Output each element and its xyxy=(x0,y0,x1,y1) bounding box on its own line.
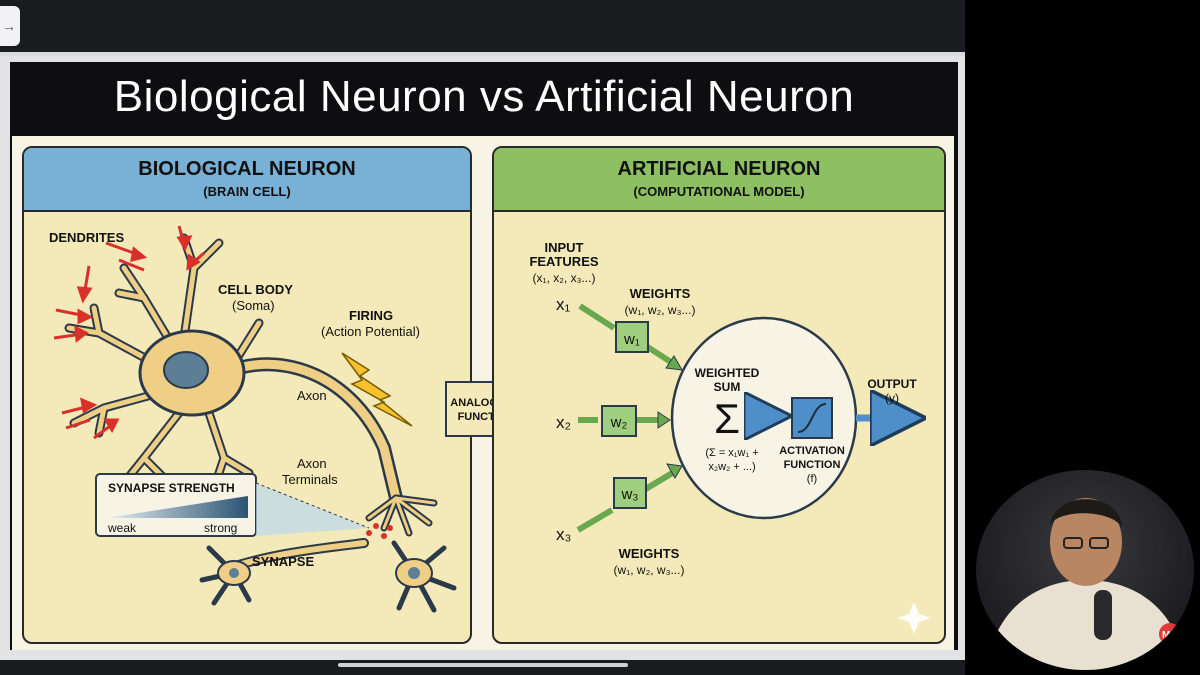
features-label: FEATURES xyxy=(529,254,598,269)
strong-label: strong xyxy=(204,521,237,535)
microphone-icon xyxy=(1094,590,1112,640)
biological-subheading: (BRAIN CELL) xyxy=(203,184,291,199)
neurotransmitter-dots xyxy=(363,523,393,546)
sum-label: SUM xyxy=(714,380,741,394)
glasses-icon xyxy=(1063,537,1083,549)
w1-label: w₁ xyxy=(623,331,640,348)
input-arrows xyxy=(576,303,676,533)
artificial-panel-header: ARTIFICIAL NEURON (COMPUTATIONAL MODEL) xyxy=(494,148,944,212)
axon-terminals-label-2: Terminals xyxy=(282,472,338,487)
w3-box xyxy=(613,477,647,509)
activation-f-label: (f) xyxy=(807,473,817,485)
zoom-callout-shape xyxy=(256,483,369,536)
mg-logo-text: MG xyxy=(1162,630,1178,641)
formula-line-1: (Σ = x₁w₁ + xyxy=(705,447,758,459)
artificial-heading: ARTIFICIAL NEURON xyxy=(617,158,821,180)
biological-panel-header: BIOLOGICAL NEURON (BRAIN CELL) xyxy=(24,148,470,212)
w2-label: w₂ xyxy=(610,414,628,431)
x1-label: x₁ xyxy=(556,295,571,314)
synapse-label: SYNAPSE xyxy=(252,554,314,569)
formula-line-2: x₂w₂ + ...) xyxy=(708,461,755,473)
slide-frame: Biological Neuron vs Artificial Neuron B… xyxy=(0,56,965,660)
input-signal-arrows xyxy=(53,225,205,440)
presenter-hair xyxy=(1050,499,1122,528)
weighted-label: WEIGHTED xyxy=(695,366,760,380)
weights-top-list: (w₁, w₂, w₃...) xyxy=(625,303,696,317)
w1-box xyxy=(615,321,649,353)
axon-terminals-label-1: Axon xyxy=(297,456,327,471)
soma-label: (Soma) xyxy=(232,298,275,313)
weights-bottom-label: WEIGHTS xyxy=(619,546,680,561)
input-features-list: (x₁, x₂, x₃...) xyxy=(533,271,596,285)
cell-body-label: CELL BODY xyxy=(218,282,293,297)
presenter-shirt xyxy=(986,580,1186,670)
artificial-subheading: (COMPUTATIONAL MODEL) xyxy=(633,184,805,199)
slide: Biological Neuron vs Artificial Neuron B… xyxy=(10,62,958,650)
bottom-bar xyxy=(0,660,965,675)
sigma-symbol: Σ xyxy=(714,395,740,442)
browser-top-bar: → xyxy=(0,0,965,56)
biological-heading: BIOLOGICAL NEURON xyxy=(138,158,356,180)
presenter-webcam: MG xyxy=(976,470,1194,670)
x3-label: x₃ xyxy=(556,525,571,544)
presenter-face xyxy=(1050,498,1122,586)
firing-label: FIRING xyxy=(349,308,393,323)
output-label: OUTPUT xyxy=(867,377,917,391)
artificial-neuron-panel: ARTIFICIAL NEURON (COMPUTATIONAL MODEL) … xyxy=(492,146,946,644)
function-label: FUNCTION xyxy=(784,459,841,471)
weights-bottom-list: (w₁, w₂, w₃...) xyxy=(614,563,685,577)
diagram-area: BIOLOGICAL NEURON (BRAIN CELL) xyxy=(12,136,954,650)
w3-label: w₃ xyxy=(621,486,639,503)
sparkle-icon xyxy=(897,602,931,634)
biological-neuron-diagram: DENDRITES CELL BODY (Soma) FIRING (Actio… xyxy=(49,225,457,613)
back-arrow-icon[interactable]: → xyxy=(0,6,20,46)
dendrites-label: DENDRITES xyxy=(49,230,124,245)
firing-lightning-icon xyxy=(341,352,413,427)
output-y-label: (y) xyxy=(885,391,899,405)
activation-label: ACTIVATION xyxy=(779,445,845,457)
slide-title: Biological Neuron vs Artificial Neuron xyxy=(113,72,855,121)
nucleus-shape xyxy=(163,351,209,389)
synapse-strength-wedge xyxy=(106,496,248,518)
weak-label: weak xyxy=(107,521,137,535)
weights-top-label: WEIGHTS xyxy=(630,286,691,301)
input-label: INPUT xyxy=(545,240,584,255)
artificial-neuron-diagram: INPUT FEATURES (x₁, x₂, x₃...) x₁ x₂ x₃ … xyxy=(529,240,931,634)
axon-label: Axon xyxy=(297,388,327,403)
synapse-strength-label: SYNAPSE STRENGTH xyxy=(108,481,235,495)
action-potential-label: (Action Potential) xyxy=(321,324,420,339)
x2-label: x₂ xyxy=(556,413,571,432)
biological-neuron-panel: BIOLOGICAL NEURON (BRAIN CELL) xyxy=(22,146,472,644)
w2-box xyxy=(601,405,637,437)
scroll-handle[interactable] xyxy=(338,663,628,667)
